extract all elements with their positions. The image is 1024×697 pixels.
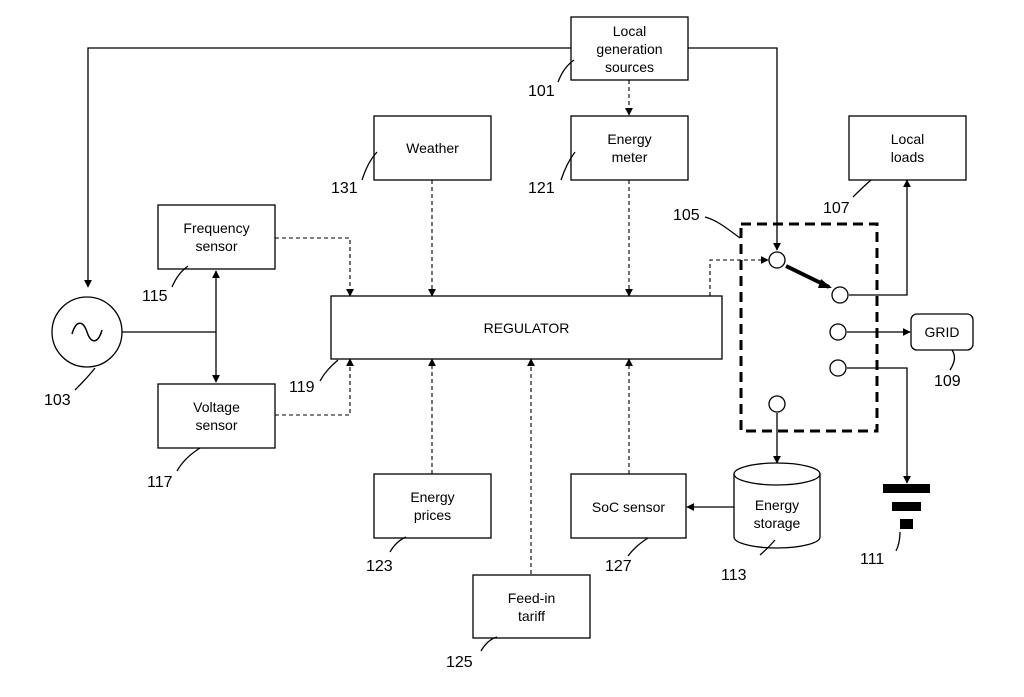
gen-to-source-line bbox=[84, 47, 571, 288]
ref-123: 123 bbox=[366, 558, 393, 575]
switch-terminal-input bbox=[768, 251, 786, 269]
switch-terminal-loads bbox=[831, 286, 849, 304]
ref-115: 115 bbox=[142, 288, 168, 305]
reference-leaders bbox=[74, 59, 956, 652]
switch-blade-tip bbox=[818, 279, 832, 288]
ref-119: 119 bbox=[289, 379, 315, 396]
ref-131: 131 bbox=[331, 180, 358, 197]
regulator-block: REGULATOR bbox=[330, 295, 723, 360]
switch-terminal-grid bbox=[829, 323, 847, 341]
ref-127: 127 bbox=[605, 558, 632, 575]
ref-103: 103 bbox=[44, 392, 71, 409]
soc-sensor-block: SoC sensor bbox=[570, 473, 687, 539]
ref-101: 101 bbox=[528, 83, 555, 100]
ref-107: 107 bbox=[823, 200, 850, 217]
voltage-to-regulator-line bbox=[275, 358, 354, 416]
switch-to-loads-line bbox=[849, 179, 911, 296]
switch-enclosure bbox=[739, 222, 879, 433]
switch-to-ground-line bbox=[847, 367, 911, 484]
regulator-to-switch-line bbox=[709, 256, 769, 296]
svg-text:SoC sensor: SoC sensor bbox=[592, 499, 665, 515]
frequency-to-regulator-line bbox=[275, 237, 354, 297]
ref-109: 109 bbox=[934, 373, 961, 390]
svg-text:Weather: Weather bbox=[406, 140, 459, 156]
switch-terminal-storage bbox=[768, 395, 786, 413]
gen-to-switch-line bbox=[688, 47, 781, 251]
ref-111: 111 bbox=[860, 551, 884, 568]
ref-117: 117 bbox=[147, 474, 173, 491]
battery-ground-icon bbox=[883, 484, 930, 529]
ref-105: 105 bbox=[673, 207, 700, 224]
ac-source-icon bbox=[51, 296, 123, 368]
weather-block: Weather bbox=[373, 115, 492, 181]
ref-125: 125 bbox=[446, 654, 473, 671]
svg-text:GRID: GRID bbox=[925, 324, 960, 340]
ref-121: 121 bbox=[528, 180, 555, 197]
ref-113: 113 bbox=[721, 567, 747, 584]
svg-text:REGULATOR: REGULATOR bbox=[484, 320, 570, 336]
grid-block: GRID bbox=[910, 313, 974, 351]
switch-terminal-ground bbox=[829, 359, 847, 377]
